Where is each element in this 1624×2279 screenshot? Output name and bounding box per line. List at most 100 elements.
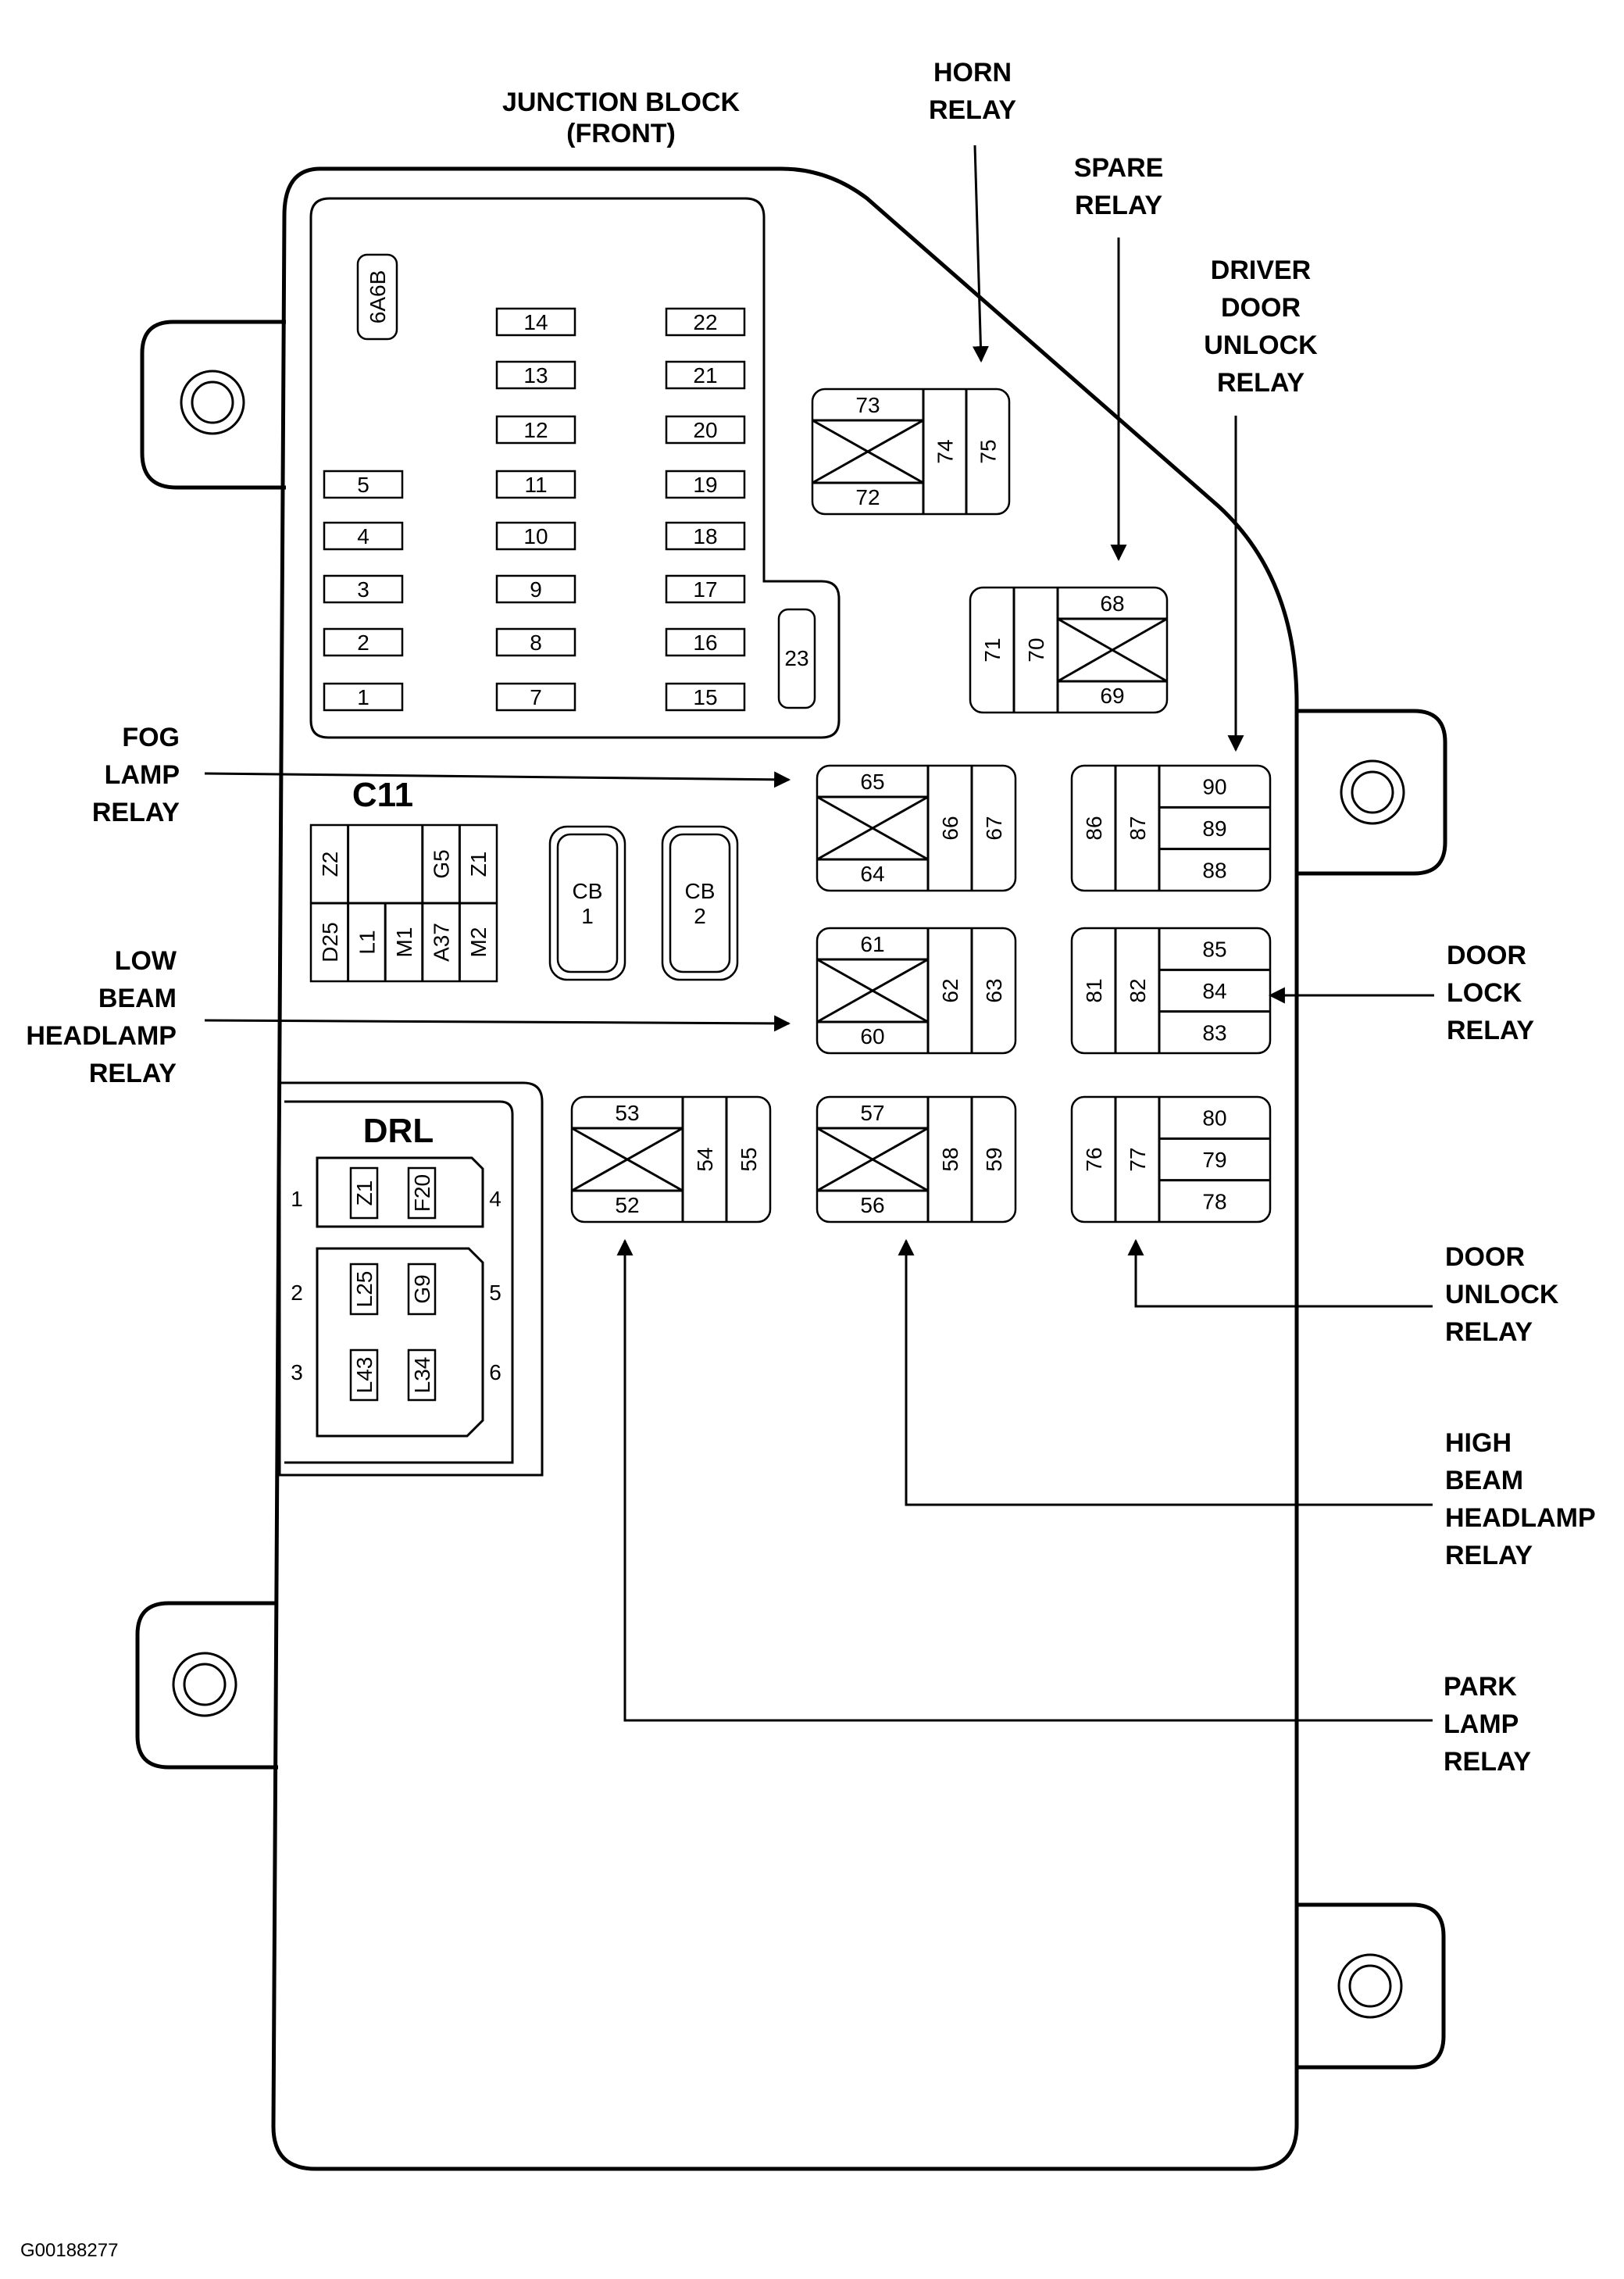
drl-slot-box bbox=[407, 1348, 437, 1402]
relay-pin-85: 85 bbox=[1202, 938, 1226, 962]
drl-inner-frame bbox=[284, 1100, 514, 1464]
fuse-19-box bbox=[665, 470, 746, 499]
drl-pin-3: 3 bbox=[291, 1360, 303, 1384]
fuse-12: 12 bbox=[495, 415, 576, 445]
drl-slot-label: G9 bbox=[410, 1274, 434, 1303]
fuse-9-box bbox=[495, 574, 576, 604]
figure-id: G00188277 bbox=[20, 2240, 118, 2261]
relay-pin-58: 58 bbox=[938, 1147, 962, 1171]
relay-pin-59: 59 bbox=[982, 1147, 1006, 1171]
drl-slot-box bbox=[407, 1166, 437, 1220]
drl-upper-socket bbox=[316, 1156, 484, 1228]
c11-cell-M2: M2 bbox=[466, 927, 491, 958]
callout-fog-line3: RELAY bbox=[92, 798, 180, 827]
fuse-18: 18 bbox=[665, 521, 746, 551]
fuse-tag-6a6b: 6A6B bbox=[356, 253, 398, 341]
cb2-label-line1: CB bbox=[685, 879, 716, 903]
mount-hole-mid-right bbox=[1340, 759, 1405, 825]
drl-pin-6: 6 bbox=[489, 1360, 501, 1384]
fuse-19-label: 19 bbox=[693, 473, 717, 497]
fuse-3-label: 3 bbox=[357, 577, 369, 602]
fuse-15-label: 15 bbox=[693, 685, 717, 709]
relay-pin-69: 69 bbox=[1100, 684, 1124, 708]
relay-cross bbox=[571, 1127, 684, 1192]
fuse-7: 7 bbox=[495, 682, 576, 712]
fuse-tag-box bbox=[356, 253, 398, 341]
callout-high-beam-relay: HIGH BEAM HEADLAMP RELAY bbox=[898, 1238, 1596, 1570]
callout-door-unlock-relay: DOOR UNLOCK RELAY bbox=[1127, 1238, 1559, 1347]
fuse-10-box bbox=[495, 521, 576, 551]
c11-cell-L1: L1 bbox=[355, 930, 379, 954]
callout-horn-relay: HORN RELAY bbox=[929, 58, 1016, 363]
callout-spare-relay: SPARE RELAY bbox=[1074, 153, 1163, 562]
fuse-23-label: 23 bbox=[784, 646, 808, 670]
relay-pin-79: 79 bbox=[1202, 1148, 1226, 1172]
callout-fog-lamp-relay: FOG LAMP RELAY bbox=[92, 723, 791, 827]
fuse-20-label: 20 bbox=[693, 418, 717, 442]
relay-pin-76: 76 bbox=[1082, 1147, 1106, 1171]
fuse-13: 13 bbox=[495, 360, 576, 390]
fuse-11-box bbox=[495, 470, 576, 499]
mount-tab-mid-right bbox=[1297, 709, 1447, 876]
relay-pin-71: 71 bbox=[980, 638, 1005, 662]
callout-fog-line2: LAMP bbox=[105, 760, 180, 790]
drl-slot-G9: G9 bbox=[407, 1263, 437, 1316]
callout-horn-line2: RELAY bbox=[929, 95, 1016, 125]
drl-slot-label: L43 bbox=[352, 1357, 377, 1394]
relay-pin-78: 78 bbox=[1202, 1189, 1226, 1213]
fuse-18-label: 18 bbox=[693, 524, 717, 548]
callout-low-arrow bbox=[204, 1015, 791, 1032]
fuse-20-box bbox=[665, 415, 746, 445]
callout-ddu-line4: RELAY bbox=[1217, 368, 1305, 398]
cb1-inner bbox=[556, 833, 619, 973]
drl-slot-label: L34 bbox=[410, 1357, 434, 1394]
drl-slot-label: F20 bbox=[410, 1174, 434, 1212]
fuse-10-label: 10 bbox=[523, 524, 548, 548]
callout-hb-line2: BEAM bbox=[1445, 1466, 1523, 1495]
callout-du-arrow bbox=[1127, 1238, 1433, 1308]
callout-dl-line2: LOCK bbox=[1447, 978, 1522, 1008]
fuse-14: 14 bbox=[495, 307, 576, 337]
drl-slot-L25: L25 bbox=[349, 1263, 379, 1316]
callout-dl-line1: DOOR bbox=[1447, 941, 1526, 970]
fuse-1-box bbox=[323, 682, 404, 712]
fuse-22-box bbox=[665, 307, 746, 337]
drl-pin-5: 5 bbox=[489, 1281, 501, 1305]
drl-slot-box bbox=[349, 1166, 379, 1220]
c11-cell-G5: G5 bbox=[430, 849, 454, 878]
relay-pin-73: 73 bbox=[855, 393, 880, 417]
callout-du-line2: UNLOCK bbox=[1445, 1280, 1559, 1309]
callout-horn-line1: HORN bbox=[933, 58, 1012, 88]
callout-low-line2: BEAM bbox=[98, 984, 177, 1013]
relay-pin-56: 56 bbox=[860, 1193, 884, 1217]
drl-outer-frame bbox=[278, 1081, 544, 1477]
fuse-18-box bbox=[665, 521, 746, 551]
relay-cross bbox=[812, 419, 924, 484]
relay-cross bbox=[816, 795, 929, 861]
relay-pin-83: 83 bbox=[1202, 1020, 1226, 1045]
c11-label: C11 bbox=[352, 776, 413, 814]
callout-fog-line1: FOG bbox=[122, 723, 180, 752]
fuse-8-label: 8 bbox=[530, 630, 542, 655]
fuse-20: 20 bbox=[665, 415, 746, 445]
fuse-9: 9 bbox=[495, 574, 576, 604]
callout-horn-arrow bbox=[972, 145, 989, 363]
drl-slot-box bbox=[349, 1348, 379, 1402]
mount-hole-inner-bottom-right bbox=[1348, 1964, 1392, 2008]
relay-pin-81: 81 bbox=[1082, 978, 1106, 1002]
relay-pin-52: 52 bbox=[615, 1193, 639, 1217]
callout-du-line1: DOOR bbox=[1445, 1242, 1525, 1272]
callout-hb-line1: HIGH bbox=[1445, 1428, 1512, 1458]
callout-pl-line3: RELAY bbox=[1444, 1747, 1531, 1777]
callouts: HORN RELAY SPARE RELAY DRIVER DOOR UNLOC… bbox=[26, 58, 1595, 1777]
relay-pin-61: 61 bbox=[860, 932, 884, 956]
fuse-4-box bbox=[323, 521, 404, 551]
